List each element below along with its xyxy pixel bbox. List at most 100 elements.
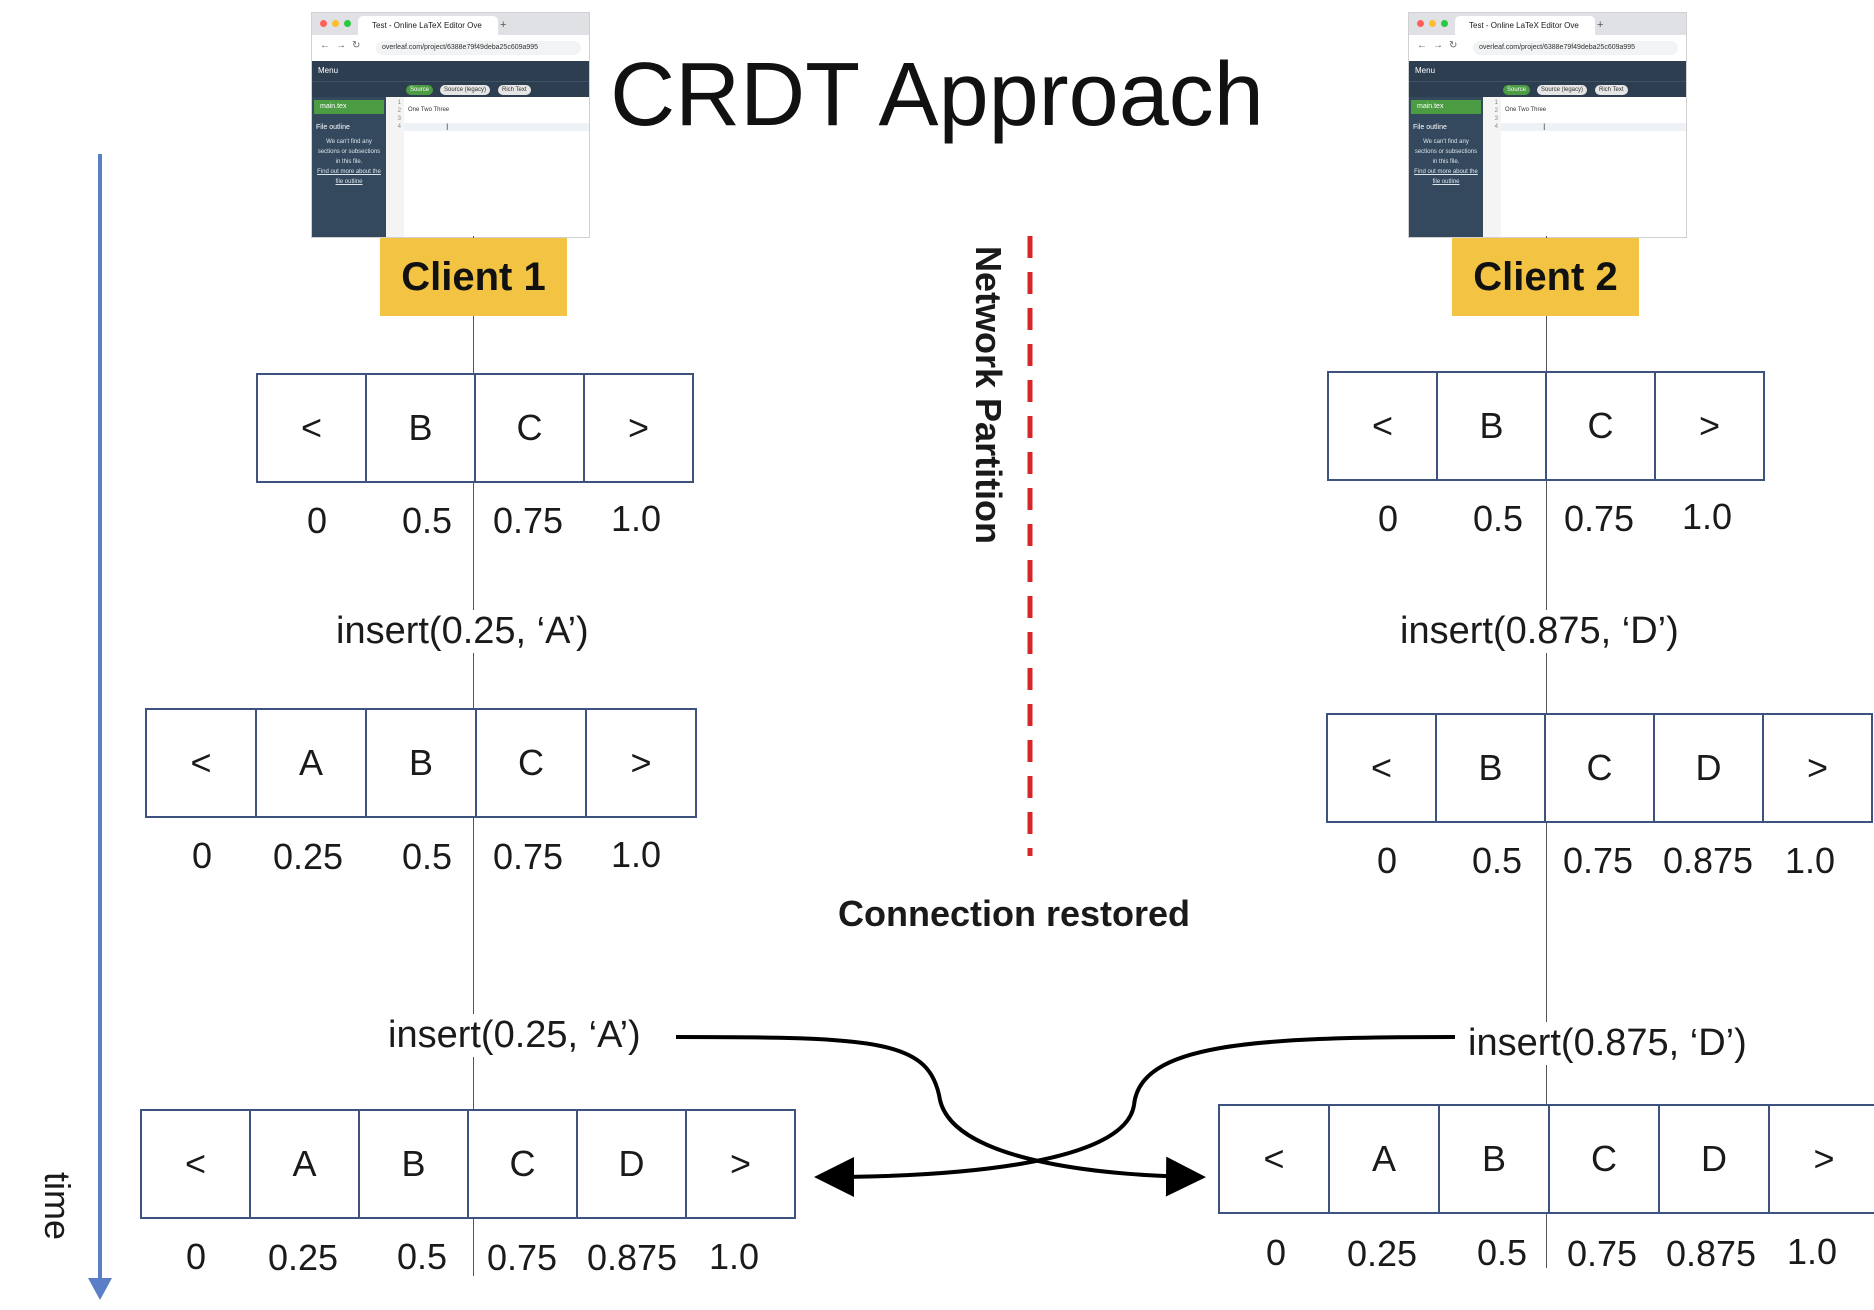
position-label: 0 bbox=[1376, 840, 1398, 881]
position-label: 0.875 bbox=[586, 1237, 678, 1278]
position-label: 0 bbox=[306, 500, 328, 541]
file-item: main.tex bbox=[314, 100, 384, 114]
time-axis-arrow bbox=[88, 154, 112, 1300]
client2-state3-array: < A B C D > bbox=[1218, 1104, 1874, 1214]
array-cell: C bbox=[1544, 713, 1655, 823]
back-icon: ← bbox=[1417, 40, 1427, 51]
editor-toolbar: Source Source (legacy) Rich Text bbox=[1409, 81, 1686, 98]
url-field: overleaf.com/project/6388e79f49deba25c60… bbox=[376, 41, 581, 55]
position-label: 0 bbox=[185, 1236, 207, 1277]
array-cell: C bbox=[475, 708, 587, 818]
file-outline-heading: File outline bbox=[316, 124, 350, 131]
array-cell: B bbox=[1435, 713, 1546, 823]
array-cell: D bbox=[1653, 713, 1764, 823]
code-line: One Two Three bbox=[1505, 107, 1547, 113]
position-label: 0 bbox=[191, 835, 213, 876]
client2-state2-array: < B C D > bbox=[1326, 713, 1873, 823]
position-label: 0.5 bbox=[1476, 1232, 1528, 1273]
array-cell: A bbox=[1328, 1104, 1440, 1214]
position-label: 0 bbox=[1377, 498, 1399, 539]
forward-icon: → bbox=[1433, 40, 1443, 51]
time-axis-label: time bbox=[37, 1172, 78, 1241]
position-label: 1.0 bbox=[1681, 496, 1733, 537]
array-cell: > bbox=[583, 373, 694, 483]
position-label: 1.0 bbox=[1784, 840, 1836, 881]
array-cell: C bbox=[474, 373, 585, 483]
browser-tab: Test - Online LaTeX Editor Ove bbox=[358, 16, 498, 35]
position-label: 0.875 bbox=[1665, 1233, 1757, 1274]
position-label: 0.25 bbox=[267, 1237, 339, 1278]
client2-label: Client 2 bbox=[1452, 238, 1639, 316]
connection-restored-label: Connection restored bbox=[838, 893, 1191, 934]
position-label: 0.5 bbox=[401, 836, 453, 877]
array-cell: B bbox=[358, 1109, 469, 1219]
position-label: 1.0 bbox=[610, 834, 662, 875]
source-legacy-tab: Source (legacy) bbox=[1537, 85, 1588, 95]
client1-browser-screenshot: Test - Online LaTeX Editor Ove + ← → ↻ o… bbox=[311, 12, 590, 238]
outline-message: We can't find any sections or subsection… bbox=[1414, 139, 1478, 185]
client2-state1-array: < B C > bbox=[1327, 371, 1765, 481]
editor-menu-bar: Menu bbox=[312, 61, 589, 81]
menu-label: Menu bbox=[1415, 66, 1436, 75]
client1-state1-array: < B C > bbox=[256, 373, 694, 483]
file-sidebar: main.tex File outline We can't find any … bbox=[1409, 97, 1483, 237]
client1-state2-array: < A B C > bbox=[145, 708, 697, 818]
position-label: 0.25 bbox=[1346, 1233, 1418, 1274]
close-dot-icon bbox=[320, 20, 327, 27]
active-line bbox=[1501, 123, 1686, 131]
url-field: overleaf.com/project/6388e79f49deba25c60… bbox=[1473, 41, 1678, 55]
array-cell: > bbox=[1654, 371, 1765, 481]
position-label: 1.0 bbox=[610, 498, 662, 539]
position-label: 0.75 bbox=[492, 836, 564, 877]
client2-browser-screenshot: Test - Online LaTeX Editor Ove + ← → ↻ o… bbox=[1408, 12, 1687, 238]
position-label: 0.5 bbox=[1472, 498, 1524, 539]
text-cursor-icon: I bbox=[1543, 122, 1546, 132]
reload-icon: ↻ bbox=[1449, 40, 1458, 51]
rich-text-tab: Rich Text bbox=[1595, 85, 1628, 95]
source-legacy-tab: Source (legacy) bbox=[440, 85, 491, 95]
array-cell: C bbox=[1545, 371, 1656, 481]
editor-menu-bar: Menu bbox=[1409, 61, 1686, 81]
array-cell: > bbox=[1762, 713, 1873, 823]
minimize-dot-icon bbox=[1429, 20, 1436, 27]
editor-toolbar: Source Source (legacy) Rich Text bbox=[312, 81, 589, 98]
position-label: 0.75 bbox=[1562, 840, 1634, 881]
array-cell: C bbox=[1548, 1104, 1660, 1214]
position-label: 0 bbox=[1265, 1232, 1287, 1273]
browser-tab-bar: Test - Online LaTeX Editor Ove + bbox=[312, 13, 589, 35]
array-cell: B bbox=[1436, 371, 1547, 481]
menu-label: Menu bbox=[318, 66, 339, 75]
client1-label: Client 1 bbox=[380, 238, 567, 316]
client2-sent-operation: insert(0.875, ‘D’) bbox=[1462, 1022, 1753, 1065]
browser-url-bar: ← → ↻ overleaf.com/project/6388e79f49deb… bbox=[312, 35, 589, 61]
position-label: 0.5 bbox=[396, 1236, 448, 1277]
client2-insert-operation: insert(0.875, ‘D’) bbox=[1394, 610, 1685, 653]
position-label: 0.75 bbox=[486, 1237, 558, 1278]
position-label: 0.5 bbox=[1471, 840, 1523, 881]
active-line bbox=[404, 123, 589, 131]
position-label: 1.0 bbox=[1786, 1231, 1838, 1272]
source-tab: Source bbox=[406, 85, 434, 95]
array-cell: > bbox=[585, 708, 697, 818]
array-cell: D bbox=[576, 1109, 687, 1219]
new-tab-icon: + bbox=[500, 19, 507, 31]
maximize-dot-icon bbox=[344, 20, 351, 27]
array-cell: A bbox=[249, 1109, 360, 1219]
page-title: CRDT Approach bbox=[610, 45, 1264, 145]
browser-url-bar: ← → ↻ overleaf.com/project/6388e79f49deb… bbox=[1409, 35, 1686, 61]
position-label: 0.75 bbox=[1563, 498, 1635, 539]
file-sidebar: main.tex File outline We can't find any … bbox=[312, 97, 386, 237]
client1-sent-operation: insert(0.25, ‘A’) bbox=[382, 1014, 647, 1057]
client1-insert-operation: insert(0.25, ‘A’) bbox=[330, 610, 595, 653]
file-item: main.tex bbox=[1411, 100, 1481, 114]
array-cell: < bbox=[140, 1109, 251, 1219]
position-label: 0.5 bbox=[401, 500, 453, 541]
minimize-dot-icon bbox=[332, 20, 339, 27]
client1-state3-array: < A B C D > bbox=[140, 1109, 796, 1219]
position-label: 0.875 bbox=[1662, 840, 1754, 881]
array-cell: < bbox=[1327, 371, 1438, 481]
array-cell: > bbox=[685, 1109, 796, 1219]
array-cell: < bbox=[256, 373, 367, 483]
